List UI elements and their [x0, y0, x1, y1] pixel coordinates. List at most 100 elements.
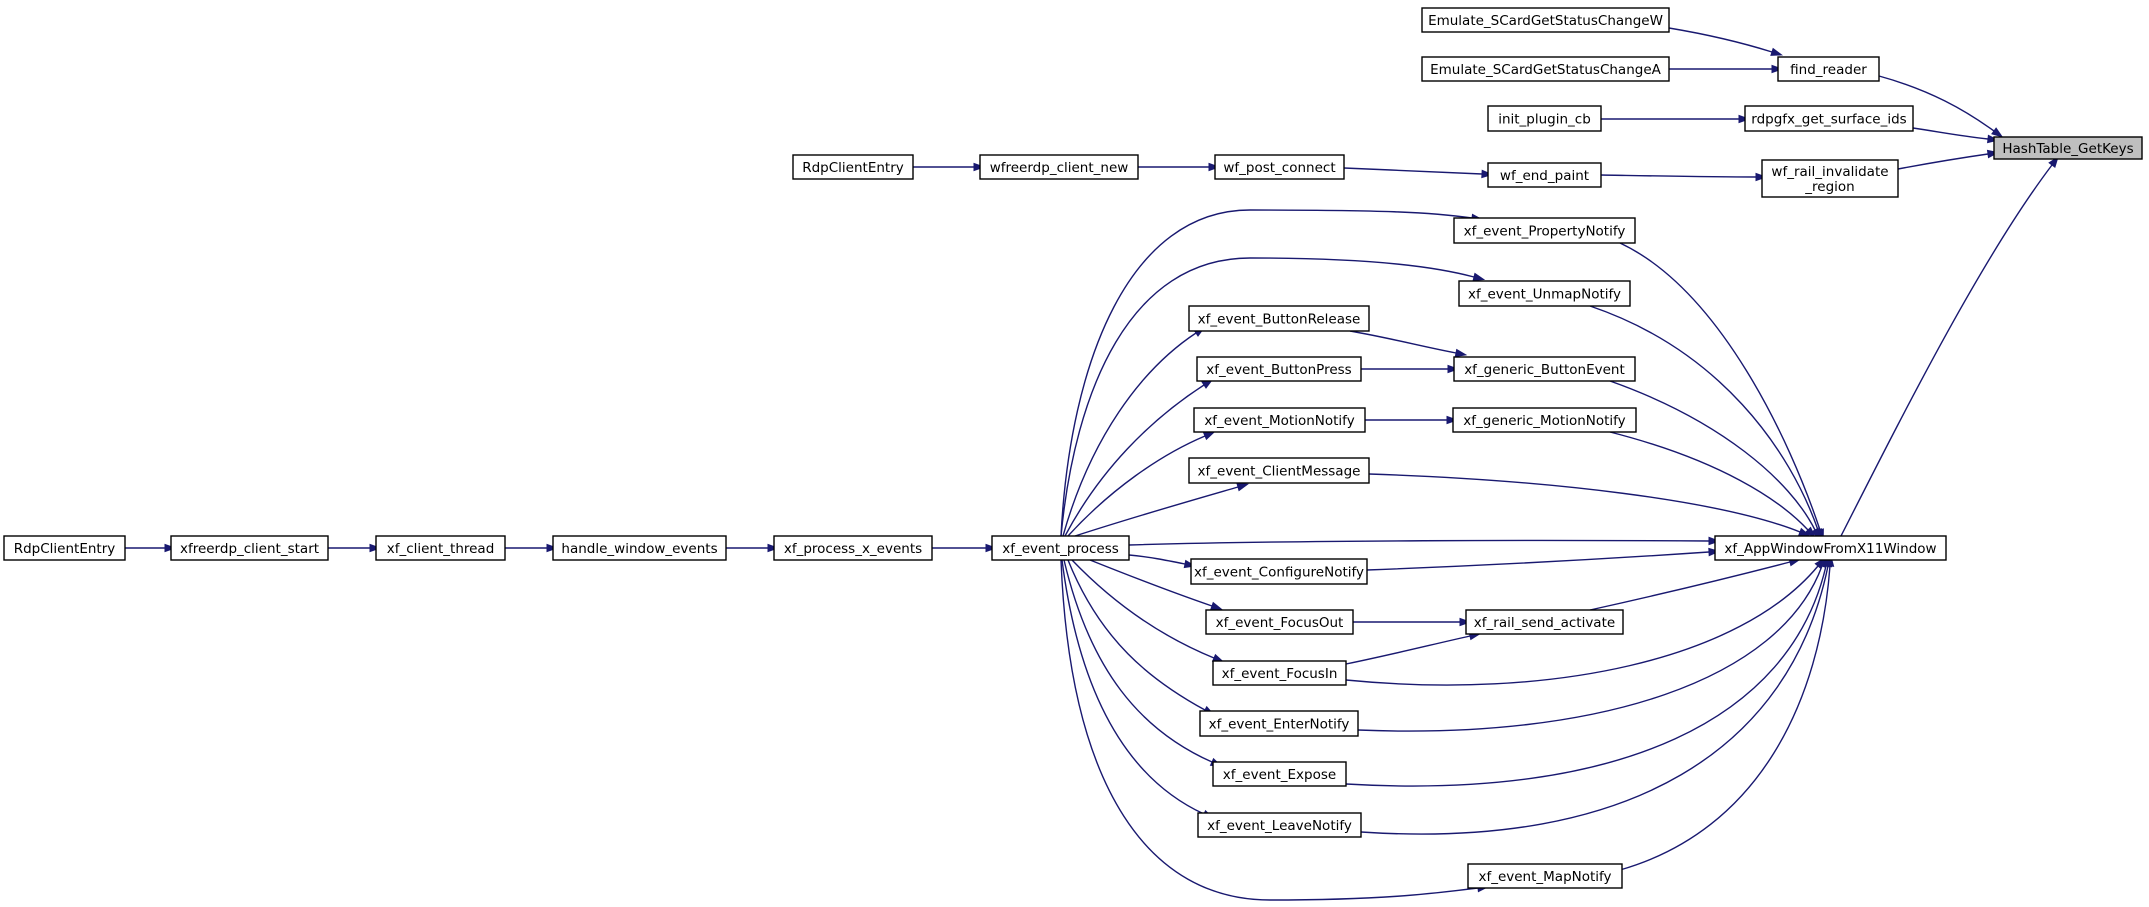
edge-line [1071, 559, 1215, 659]
node-xf_event_enternotify[interactable]: xf_event_EnterNotify [1199, 710, 1359, 737]
edge-line [1061, 559, 1205, 815]
node-label: HashTable_GetKeys [2002, 141, 2133, 157]
edge-line [1609, 380, 1816, 531]
call-graph-edges [125, 27, 2059, 901]
edge-line [1067, 435, 1206, 537]
arrowhead-icon [973, 162, 986, 172]
arrowhead-icon [369, 543, 382, 553]
edge-line [1074, 486, 1239, 537]
edge-xf_appwindowfromx11window-to-hashtable_getkeys [1840, 155, 2059, 537]
node-emulate_scardgetstatuschangea[interactable]: Emulate_SCardGetStatusChangeA [1421, 56, 1670, 82]
node-find_reader[interactable]: find_reader [1777, 56, 1880, 82]
node-rdpgfx_get_surface_ids[interactable]: rdpgfx_get_surface_ids [1744, 105, 1914, 132]
arrowhead-icon [1755, 172, 1768, 182]
node-xf_event_propertynotify[interactable]: xf_event_PropertyNotify [1453, 217, 1636, 244]
node-xf_process_x_events[interactable]: xf_process_x_events [773, 535, 933, 561]
edge-line [1128, 539, 1710, 546]
node-label: xf_event_MapNotify [1478, 869, 1611, 885]
node-box [1467, 863, 1623, 889]
arrowhead-icon [1447, 364, 1460, 374]
node-box [1196, 356, 1362, 382]
node-emulate_scardgetstatuschangew[interactable]: Emulate_SCardGetStatusChangeW [1421, 7, 1670, 33]
node-xf_appwindowfromx11window[interactable]: xf_AppWindowFromX11Window [1714, 535, 1947, 561]
node-xf_event_focusout[interactable]: xf_event_FocusOut [1205, 609, 1354, 635]
node-handle_window_events[interactable]: handle_window_events [552, 535, 727, 561]
node-box [1199, 710, 1359, 737]
node-xf_event_motionnotify[interactable]: xf_event_MotionNotify [1193, 407, 1366, 433]
node-xf_event_process[interactable]: xf_event_process [991, 535, 1130, 561]
node-xf_event_unmapnotify[interactable]: xf_event_UnmapNotify [1458, 280, 1631, 307]
call-graph-nodes: HashTable_GetKeys Emulate_SCardGetStatusC… [3, 7, 2143, 889]
node-box [1487, 105, 1602, 132]
edge-line [1366, 551, 1710, 571]
node-xf_event_mapnotify[interactable]: xf_event_MapNotify [1467, 863, 1623, 889]
node-box [1197, 812, 1362, 838]
edge-handle_window_events-to-xf_process_x_events [726, 543, 780, 553]
node-label: xf_event_FocusOut [1216, 615, 1344, 631]
node-label: xf_event_UnmapNotify [1468, 286, 1621, 302]
edge-line [1357, 565, 1823, 732]
node-rdpcliententry_top[interactable]: RdpClientEntry [792, 154, 914, 180]
edge-xf_event_buttonpress-to-xf_generic_buttonevent [1361, 364, 1460, 374]
edge-line [1060, 257, 1475, 537]
node-box [1714, 535, 1947, 561]
edge-xf_event_expose-to-xf_appwindowfromx11window [1345, 554, 1831, 787]
node-init_plugin_cb[interactable]: init_plugin_cb [1487, 105, 1602, 132]
node-label: RdpClientEntry [802, 160, 904, 176]
arrowhead-icon [1771, 64, 1784, 74]
node-rdpcliententry_left[interactable]: RdpClientEntry [3, 535, 126, 561]
edge-wfreerdp_client_new-to-wf_post_connect [1138, 162, 1221, 172]
node-xf_event_focusin[interactable]: xf_event_FocusIn [1212, 660, 1347, 686]
edge-xf_event_leavenotify-to-xf_appwindowfromx11window [1360, 554, 1833, 835]
node-xf_event_expose[interactable]: xf_event_Expose [1212, 761, 1347, 787]
node-wfreerdp_client_new[interactable]: wfreerdp_client_new [979, 154, 1139, 180]
node-box [773, 535, 933, 561]
node-box [1993, 136, 2143, 160]
node-xf_event_clientmessage[interactable]: xf_event_ClientMessage [1188, 457, 1370, 484]
edge-xfreerdp_client_start-to-xf_client_thread [328, 543, 382, 553]
node-wf_post_connect[interactable]: wf_post_connect [1214, 154, 1345, 180]
edge-init_plugin_cb-to-rdpgfx_get_surface_ids [1601, 114, 1751, 124]
node-xfreerdp_client_start[interactable]: xfreerdp_client_start [170, 535, 329, 561]
node-wf_end_paint[interactable]: wf_end_paint [1487, 162, 1602, 188]
edge-xf_event_clientmessage-to-xf_appwindowfromx11window [1368, 473, 1811, 537]
node-box [1453, 217, 1636, 244]
arrowhead-icon [1208, 162, 1221, 172]
node-xf_generic_buttonevent[interactable]: xf_generic_ButtonEvent [1453, 356, 1636, 382]
node-label: xf_generic_ButtonEvent [1464, 362, 1625, 378]
node-wf_rail_invalidate_region[interactable]: wf_rail_invalidate_region [1761, 159, 1899, 198]
node-xf_event_buttonrelease[interactable]: xf_event_ButtonRelease [1188, 305, 1370, 332]
node-xf_generic_motionnotify[interactable]: xf_generic_MotionNotify [1452, 407, 1637, 433]
node-box [1421, 7, 1670, 33]
node-box [979, 154, 1139, 180]
arrowhead-icon [767, 543, 780, 553]
edge-line [1345, 565, 1827, 787]
node-label: Emulate_SCardGetStatusChangeA [1430, 62, 1662, 78]
edge-find_reader-to-hashtable_getkeys [1878, 75, 2004, 138]
node-label: xf_event_process [1002, 541, 1119, 557]
node-label: wf_end_paint [1500, 168, 1589, 184]
edge-xf_event_motionnotify-to-xf_generic_motionnotify [1365, 415, 1459, 425]
node-xf_rail_send_activate[interactable]: xf_rail_send_activate [1465, 609, 1624, 635]
edge-xf_event_process-to-xf_event_configurenotify [1128, 554, 1197, 569]
edge-line [1060, 209, 1473, 537]
node-label: find_reader [1790, 62, 1867, 78]
node-xf_event_configurenotify[interactable]: xf_event_ConfigureNotify [1190, 558, 1368, 585]
edge-emulate_scardgetstatuschangea-to-find_reader [1669, 64, 1784, 74]
edge-line [1064, 384, 1205, 537]
node-box [1465, 609, 1624, 635]
arrowhead-icon [1481, 169, 1494, 179]
node-label: xf_event_ButtonPress [1206, 362, 1351, 378]
edge-line [1609, 431, 1809, 531]
edge-line [1368, 473, 1801, 533]
edge-rdpgfx_get_surface_ids-to-hashtable_getkeys [1912, 127, 2000, 144]
node-xf_event_leavenotify[interactable]: xf_event_LeaveNotify [1197, 812, 1362, 838]
node-xf_client_thread[interactable]: xf_client_thread [375, 535, 506, 561]
node-xf_event_buttonpress[interactable]: xf_event_ButtonPress [1196, 356, 1362, 382]
edge-line [1619, 242, 1821, 531]
edge-line [1063, 559, 1213, 763]
node-label: xf_AppWindowFromX11Window [1724, 541, 1936, 557]
node-label: xf_event_Expose [1223, 767, 1336, 783]
node-label: wf_post_connect [1223, 160, 1335, 176]
